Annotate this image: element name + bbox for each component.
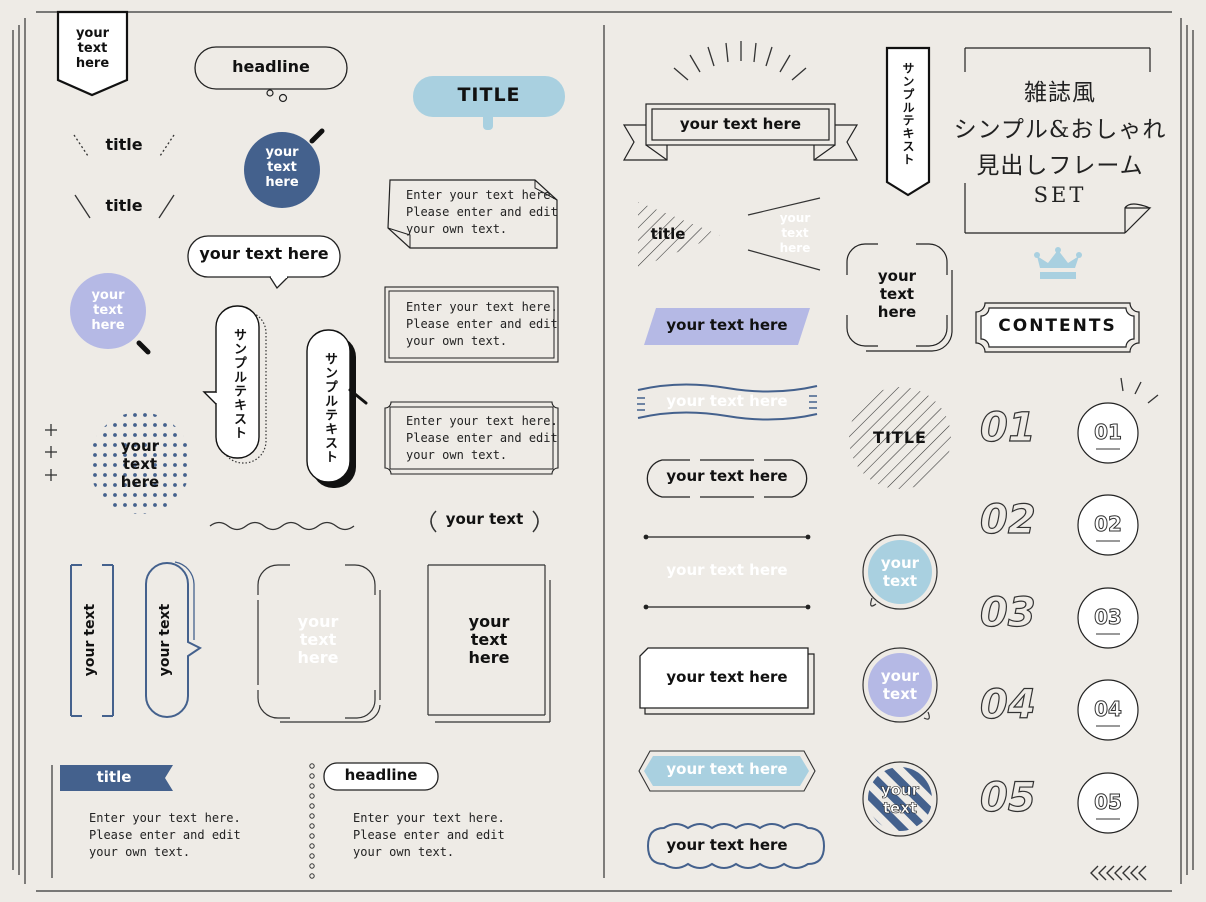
headline-pill-text: headline bbox=[344, 766, 418, 784]
speech-bubble-text: your text here bbox=[199, 244, 329, 263]
parentheses-text: your text bbox=[445, 510, 524, 528]
double-chevron-left-icon bbox=[1090, 865, 1147, 881]
title-tag-text: title bbox=[96, 768, 132, 786]
outline-number-01: 01 bbox=[979, 404, 1036, 451]
vertical-pill-1-text: サンプルテキスト bbox=[231, 328, 246, 440]
title-bubble-text: TITLE bbox=[457, 84, 521, 106]
circle-number-04: 04 bbox=[1094, 697, 1123, 722]
navy-pill-text: your text bbox=[157, 603, 173, 677]
vertical-pill-2-text: サンプルテキスト bbox=[322, 352, 337, 464]
vertical-pennant-text: サンプルテキスト bbox=[901, 62, 915, 166]
crown-icon bbox=[1037, 250, 1079, 268]
contents-label: CONTENTS bbox=[998, 316, 1117, 336]
hex-tag-text: your text here bbox=[666, 760, 788, 778]
scalloped-pill-text: your text here bbox=[666, 836, 788, 854]
wavy-ribbon-text: your text here bbox=[666, 392, 788, 410]
outline-number-04: 04 bbox=[979, 681, 1036, 728]
enter-text-box-3: Enter your text here.Please enter and ed… bbox=[406, 414, 558, 462]
banner-line-4: SET bbox=[1033, 183, 1087, 207]
parallelogram-text: your text here bbox=[666, 316, 788, 334]
skewed-box-text: your text here bbox=[666, 668, 788, 686]
circle-number-02: 02 bbox=[1094, 512, 1123, 537]
title-dashed-text: title bbox=[105, 135, 143, 154]
banner-line-2: シンプル&おしゃれ bbox=[953, 117, 1167, 143]
plus-icon bbox=[45, 424, 57, 481]
dotted-lines-text: your text here bbox=[666, 561, 788, 579]
enter-text-block-2: Enter your text here.Please enter and ed… bbox=[353, 811, 505, 859]
enter-text-box-1: Enter your text here.Please enter and ed… bbox=[406, 188, 558, 236]
banner-line-3: 見出しフレーム bbox=[976, 153, 1144, 179]
triangle-title-text: title bbox=[650, 225, 686, 243]
ribbon-text: your text here bbox=[679, 115, 802, 133]
circle-number-01: 01 bbox=[1094, 420, 1123, 445]
headline-bubble-text: headline bbox=[232, 57, 310, 76]
circle-number-03: 03 bbox=[1094, 605, 1123, 630]
enter-text-block-1: Enter your text here.Please enter and ed… bbox=[89, 811, 241, 859]
outline-number-02: 02 bbox=[979, 496, 1036, 543]
hatched-circle-title: TITLE bbox=[873, 428, 927, 447]
outline-number-05: 05 bbox=[979, 774, 1036, 821]
navy-bracket-text: your text bbox=[82, 603, 98, 677]
banner-line-1: 雑誌風 bbox=[1024, 80, 1096, 106]
title-slashed-text: title bbox=[105, 196, 143, 215]
gapped-pill-text: your text here bbox=[666, 467, 788, 485]
outline-number-03: 03 bbox=[979, 589, 1036, 636]
enter-text-box-2: Enter your text here.Please enter and ed… bbox=[406, 300, 558, 348]
circle-number-05: 05 bbox=[1094, 790, 1123, 815]
